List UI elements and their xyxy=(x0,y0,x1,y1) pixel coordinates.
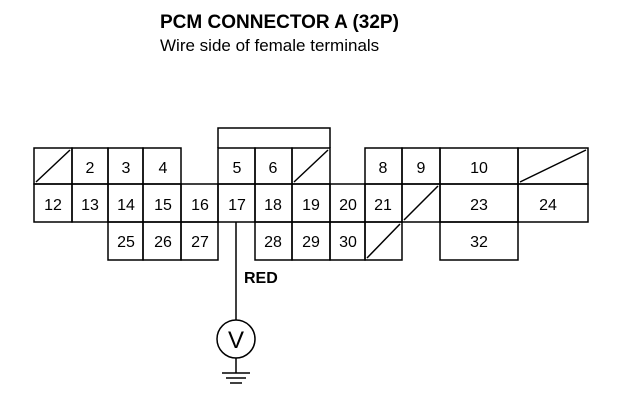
terminal-number: 16 xyxy=(191,197,209,214)
terminal-number: 15 xyxy=(154,197,172,214)
terminal-number: 10 xyxy=(470,160,488,177)
blank-slash xyxy=(403,185,439,221)
terminal-number: 4 xyxy=(159,160,168,177)
ground-icon xyxy=(222,372,250,384)
terminal-number: 27 xyxy=(191,234,209,251)
blank-slash xyxy=(519,149,587,183)
terminal-number: 19 xyxy=(302,197,320,214)
blank-slash xyxy=(366,223,401,259)
diagram-subtitle: Wire side of female terminals xyxy=(160,36,380,55)
terminal-number: 17 xyxy=(228,197,246,214)
terminal-number: 6 xyxy=(269,160,278,177)
terminal-number: 9 xyxy=(417,160,426,177)
cavity-blank xyxy=(364,221,403,261)
wire-color-label: RED xyxy=(244,270,278,287)
diagram-title: PCM CONNECTOR A (32P) xyxy=(160,12,399,33)
blank-slash xyxy=(35,149,71,183)
terminal-number: 26 xyxy=(154,234,172,251)
terminal-number: 28 xyxy=(264,234,282,251)
cavity-32 xyxy=(439,221,519,261)
terminal-number: 23 xyxy=(470,197,488,214)
terminal-number: 30 xyxy=(339,234,357,251)
terminal-number: 18 xyxy=(264,197,282,214)
terminal-number: 24 xyxy=(539,197,557,214)
terminal-number: 12 xyxy=(44,197,62,214)
cavity-24 xyxy=(517,183,589,223)
terminal-number: 13 xyxy=(81,197,99,214)
blank-slash xyxy=(293,149,329,183)
terminal-number: 14 xyxy=(117,197,135,214)
terminal-number: 29 xyxy=(302,234,320,251)
terminal-number: 5 xyxy=(233,160,242,177)
terminal-number: 3 xyxy=(122,160,131,177)
voltmeter-label: V xyxy=(228,327,244,354)
connector-lock-tab xyxy=(217,127,331,148)
terminal-number: 20 xyxy=(339,197,357,214)
cavity-27 xyxy=(180,221,219,261)
terminal-number: 21 xyxy=(374,197,392,214)
terminal-number: 2 xyxy=(86,160,95,177)
terminal-number: 8 xyxy=(379,160,388,177)
terminal-number: 25 xyxy=(117,234,135,251)
terminal-number: 32 xyxy=(470,234,488,251)
